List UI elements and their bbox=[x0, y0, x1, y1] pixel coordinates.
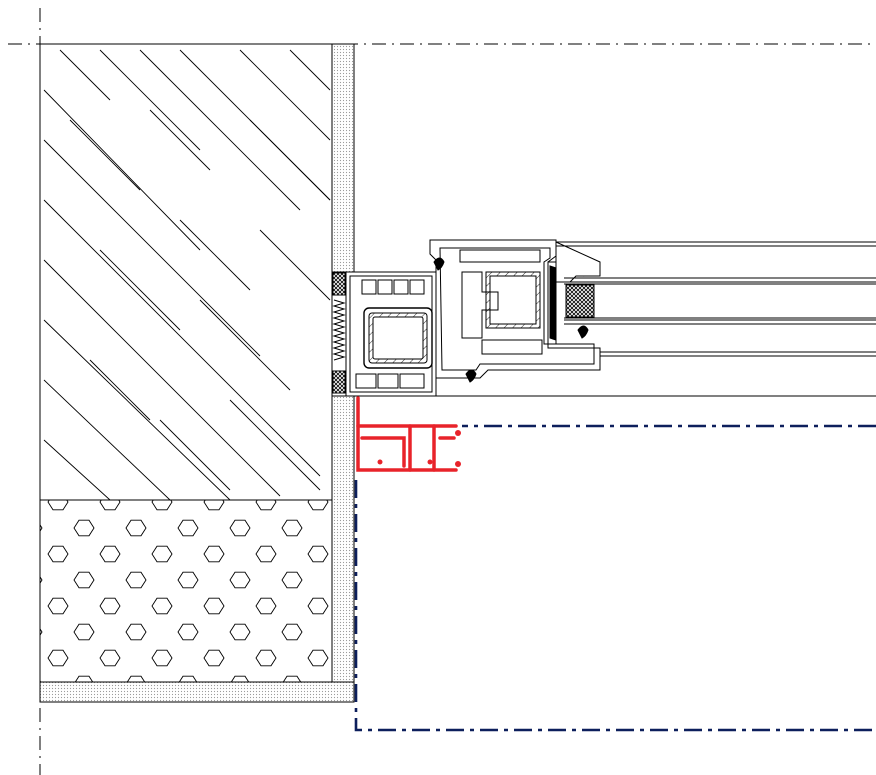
insulation-hexagon bbox=[0, 598, 16, 614]
insulation-block bbox=[0, 494, 406, 692]
insulation-hexagon bbox=[229, 571, 251, 589]
insulation-hexagon bbox=[360, 650, 380, 666]
insulation-hexagon bbox=[40, 576, 43, 584]
insulation-hexagon bbox=[125, 519, 147, 537]
wall-hatch-line bbox=[43, 139, 261, 357]
insulation-hexagon bbox=[386, 624, 406, 640]
insulation-hexagon bbox=[307, 500, 329, 511]
insulation-hexagon bbox=[74, 675, 94, 682]
red-mounting-profile bbox=[356, 396, 461, 472]
insulation-hexagon bbox=[386, 520, 406, 536]
insulation-hexagon bbox=[73, 519, 95, 537]
insulation-hexagon bbox=[99, 545, 121, 563]
plaster-vertical-lower bbox=[331, 395, 355, 693]
window-frame-section bbox=[345, 239, 601, 397]
insulation-hexagon bbox=[360, 546, 380, 562]
glass-spacer bbox=[565, 284, 595, 318]
insulation-hexagon bbox=[203, 649, 225, 667]
insulation-hexagon bbox=[0, 650, 16, 666]
insulation-hexagon bbox=[125, 623, 147, 641]
concrete-wall bbox=[39, 43, 333, 501]
insulation-hexagon bbox=[203, 597, 225, 615]
insulation-hexagon bbox=[73, 623, 95, 641]
wall-hatch-line bbox=[149, 109, 211, 171]
wall-hatch-line bbox=[43, 439, 111, 500]
wall-hatch-line bbox=[249, 119, 331, 201]
insulation-hexagon bbox=[99, 597, 121, 615]
insulation-hexagon bbox=[0, 494, 16, 510]
insulation-hexagon bbox=[40, 524, 43, 532]
wall-hatch-line bbox=[289, 49, 331, 91]
insulation-hexagon bbox=[177, 519, 199, 537]
wall-hatch-line bbox=[159, 419, 231, 491]
insulation-hexagon bbox=[229, 623, 251, 641]
plaster-vertical-upper bbox=[331, 43, 355, 273]
insulation-hexagon bbox=[47, 649, 69, 667]
insulation-hexagon bbox=[177, 623, 199, 641]
insulation-hexagon bbox=[255, 597, 277, 615]
insulation-hexagon bbox=[151, 500, 173, 511]
insulation-hexagon bbox=[255, 649, 277, 667]
wall-hatch-line bbox=[239, 49, 331, 141]
sealing-tape bbox=[331, 271, 347, 397]
insulation-hexagon bbox=[177, 571, 199, 589]
insulation-hexagon bbox=[203, 545, 225, 563]
insulation-hexagon bbox=[360, 494, 380, 510]
plaster-horizontal-bottom bbox=[39, 681, 355, 703]
insulation-hexagon bbox=[281, 519, 303, 537]
insulation-hexagon bbox=[307, 649, 329, 667]
insulation-hexagon bbox=[151, 649, 173, 667]
insulation-hexagon bbox=[282, 675, 302, 682]
plaster-layer bbox=[39, 43, 355, 703]
insulation-hexagon bbox=[307, 545, 329, 563]
insulation-hexagon bbox=[47, 500, 69, 511]
insulation-hexagon bbox=[178, 675, 198, 682]
insulation-hexagon bbox=[307, 597, 329, 615]
wall-hatch-line bbox=[139, 49, 301, 211]
wall-hatch-line bbox=[69, 119, 141, 191]
insulation-hexagon bbox=[99, 649, 121, 667]
insulation-hexagon bbox=[40, 628, 43, 636]
insulation-hexagon bbox=[360, 598, 380, 614]
glazing-unit bbox=[346, 241, 876, 397]
insulation-hexagon bbox=[281, 571, 303, 589]
wall-hatch-line bbox=[99, 49, 201, 151]
wall-hatch-line bbox=[99, 249, 181, 331]
insulation-hexagon bbox=[229, 519, 251, 537]
wall-hatch-line bbox=[43, 89, 201, 251]
wall-hatch-line bbox=[43, 199, 321, 477]
wall-hatch-line bbox=[43, 379, 171, 500]
insulation-hexagon bbox=[203, 500, 225, 511]
insulation-hexagon bbox=[255, 545, 277, 563]
insulation-hexagon bbox=[151, 597, 173, 615]
insulation-hexagon bbox=[125, 571, 147, 589]
wall-hatch-line bbox=[89, 359, 151, 421]
wall-hatch-line bbox=[43, 319, 231, 500]
insulation-hexagon bbox=[126, 675, 146, 682]
insulation-hexagon bbox=[47, 597, 69, 615]
insulation-hexagon bbox=[73, 571, 95, 589]
dashed-reveal-outline bbox=[354, 424, 876, 732]
insulation-hexagon bbox=[255, 500, 277, 511]
insulation-hexagon bbox=[99, 500, 121, 511]
wall-hatch-line bbox=[229, 399, 321, 491]
insulation-hexagon bbox=[281, 623, 303, 641]
insulation-hexagon bbox=[0, 546, 16, 562]
wall-hatch-line bbox=[43, 259, 281, 497]
insulation-hexagon bbox=[386, 676, 406, 692]
wall-hatch-line bbox=[179, 219, 251, 291]
insulation-hexagon bbox=[386, 572, 406, 588]
wall-hatch-line bbox=[59, 49, 111, 101]
wall-hatch-line bbox=[259, 229, 331, 301]
insulation-hexagon bbox=[47, 545, 69, 563]
insulation-hexagon bbox=[230, 675, 250, 682]
insulation-hexagon bbox=[40, 680, 42, 682]
wall-hatch-line bbox=[199, 299, 291, 391]
insulation-hexagon bbox=[151, 545, 173, 563]
